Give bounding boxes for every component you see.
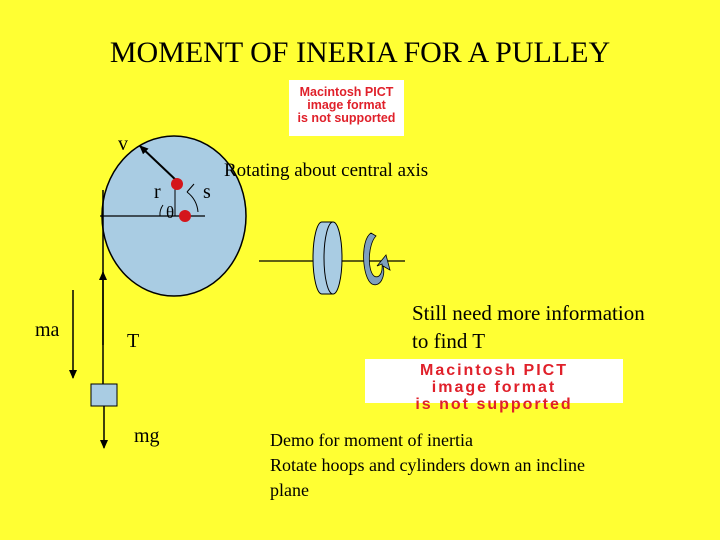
label-v: v	[118, 133, 128, 155]
placeholder-line: Macintosh PICT	[419, 362, 568, 379]
label-mg: mg	[134, 425, 160, 447]
rim-point-dot	[179, 210, 191, 222]
label-s: s	[203, 181, 211, 203]
info-line: Still need more information	[412, 301, 645, 325]
info-text: Still need more information to find T	[412, 299, 645, 355]
rotation-arrow	[363, 232, 391, 286]
image-unsupported-placeholder-bottom: Macintosh PICT image format is not suppo…	[365, 359, 623, 412]
arc-tick	[186, 183, 195, 193]
label-T: T	[127, 330, 140, 352]
velocity-arrow	[139, 145, 179, 183]
placeholder-line: image format	[431, 378, 557, 396]
placeholder-line: is not supported	[415, 395, 573, 413]
disc-front	[323, 221, 343, 295]
hanging-block	[90, 383, 118, 407]
placeholder-line: Macintosh PICT	[299, 85, 394, 99]
label-r: r	[154, 181, 161, 203]
label-ma: ma	[35, 319, 60, 341]
label-theta: θ	[166, 203, 175, 222]
info-line: to find T	[412, 329, 486, 353]
arc-s	[186, 191, 199, 213]
placeholder-line: image format	[307, 98, 386, 113]
rim-point-dot	[171, 178, 183, 190]
placeholder-line: is not supported	[297, 111, 396, 126]
rotating-axis-caption: Rotating about central axis	[224, 160, 429, 181]
angle-arc	[159, 204, 164, 217]
demo-line: plane	[270, 480, 309, 500]
demo-line: Demo for moment of inertia	[270, 430, 473, 450]
demo-text: Demo for moment of inertia Rotate hoops …	[270, 428, 585, 503]
image-unsupported-placeholder-top: Macintosh PICT image format is not suppo…	[289, 80, 404, 136]
slide-title: MOMENT OF INERIA FOR A PULLEY	[109, 36, 611, 69]
demo-line: Rotate hoops and cylinders down an incli…	[270, 455, 585, 475]
